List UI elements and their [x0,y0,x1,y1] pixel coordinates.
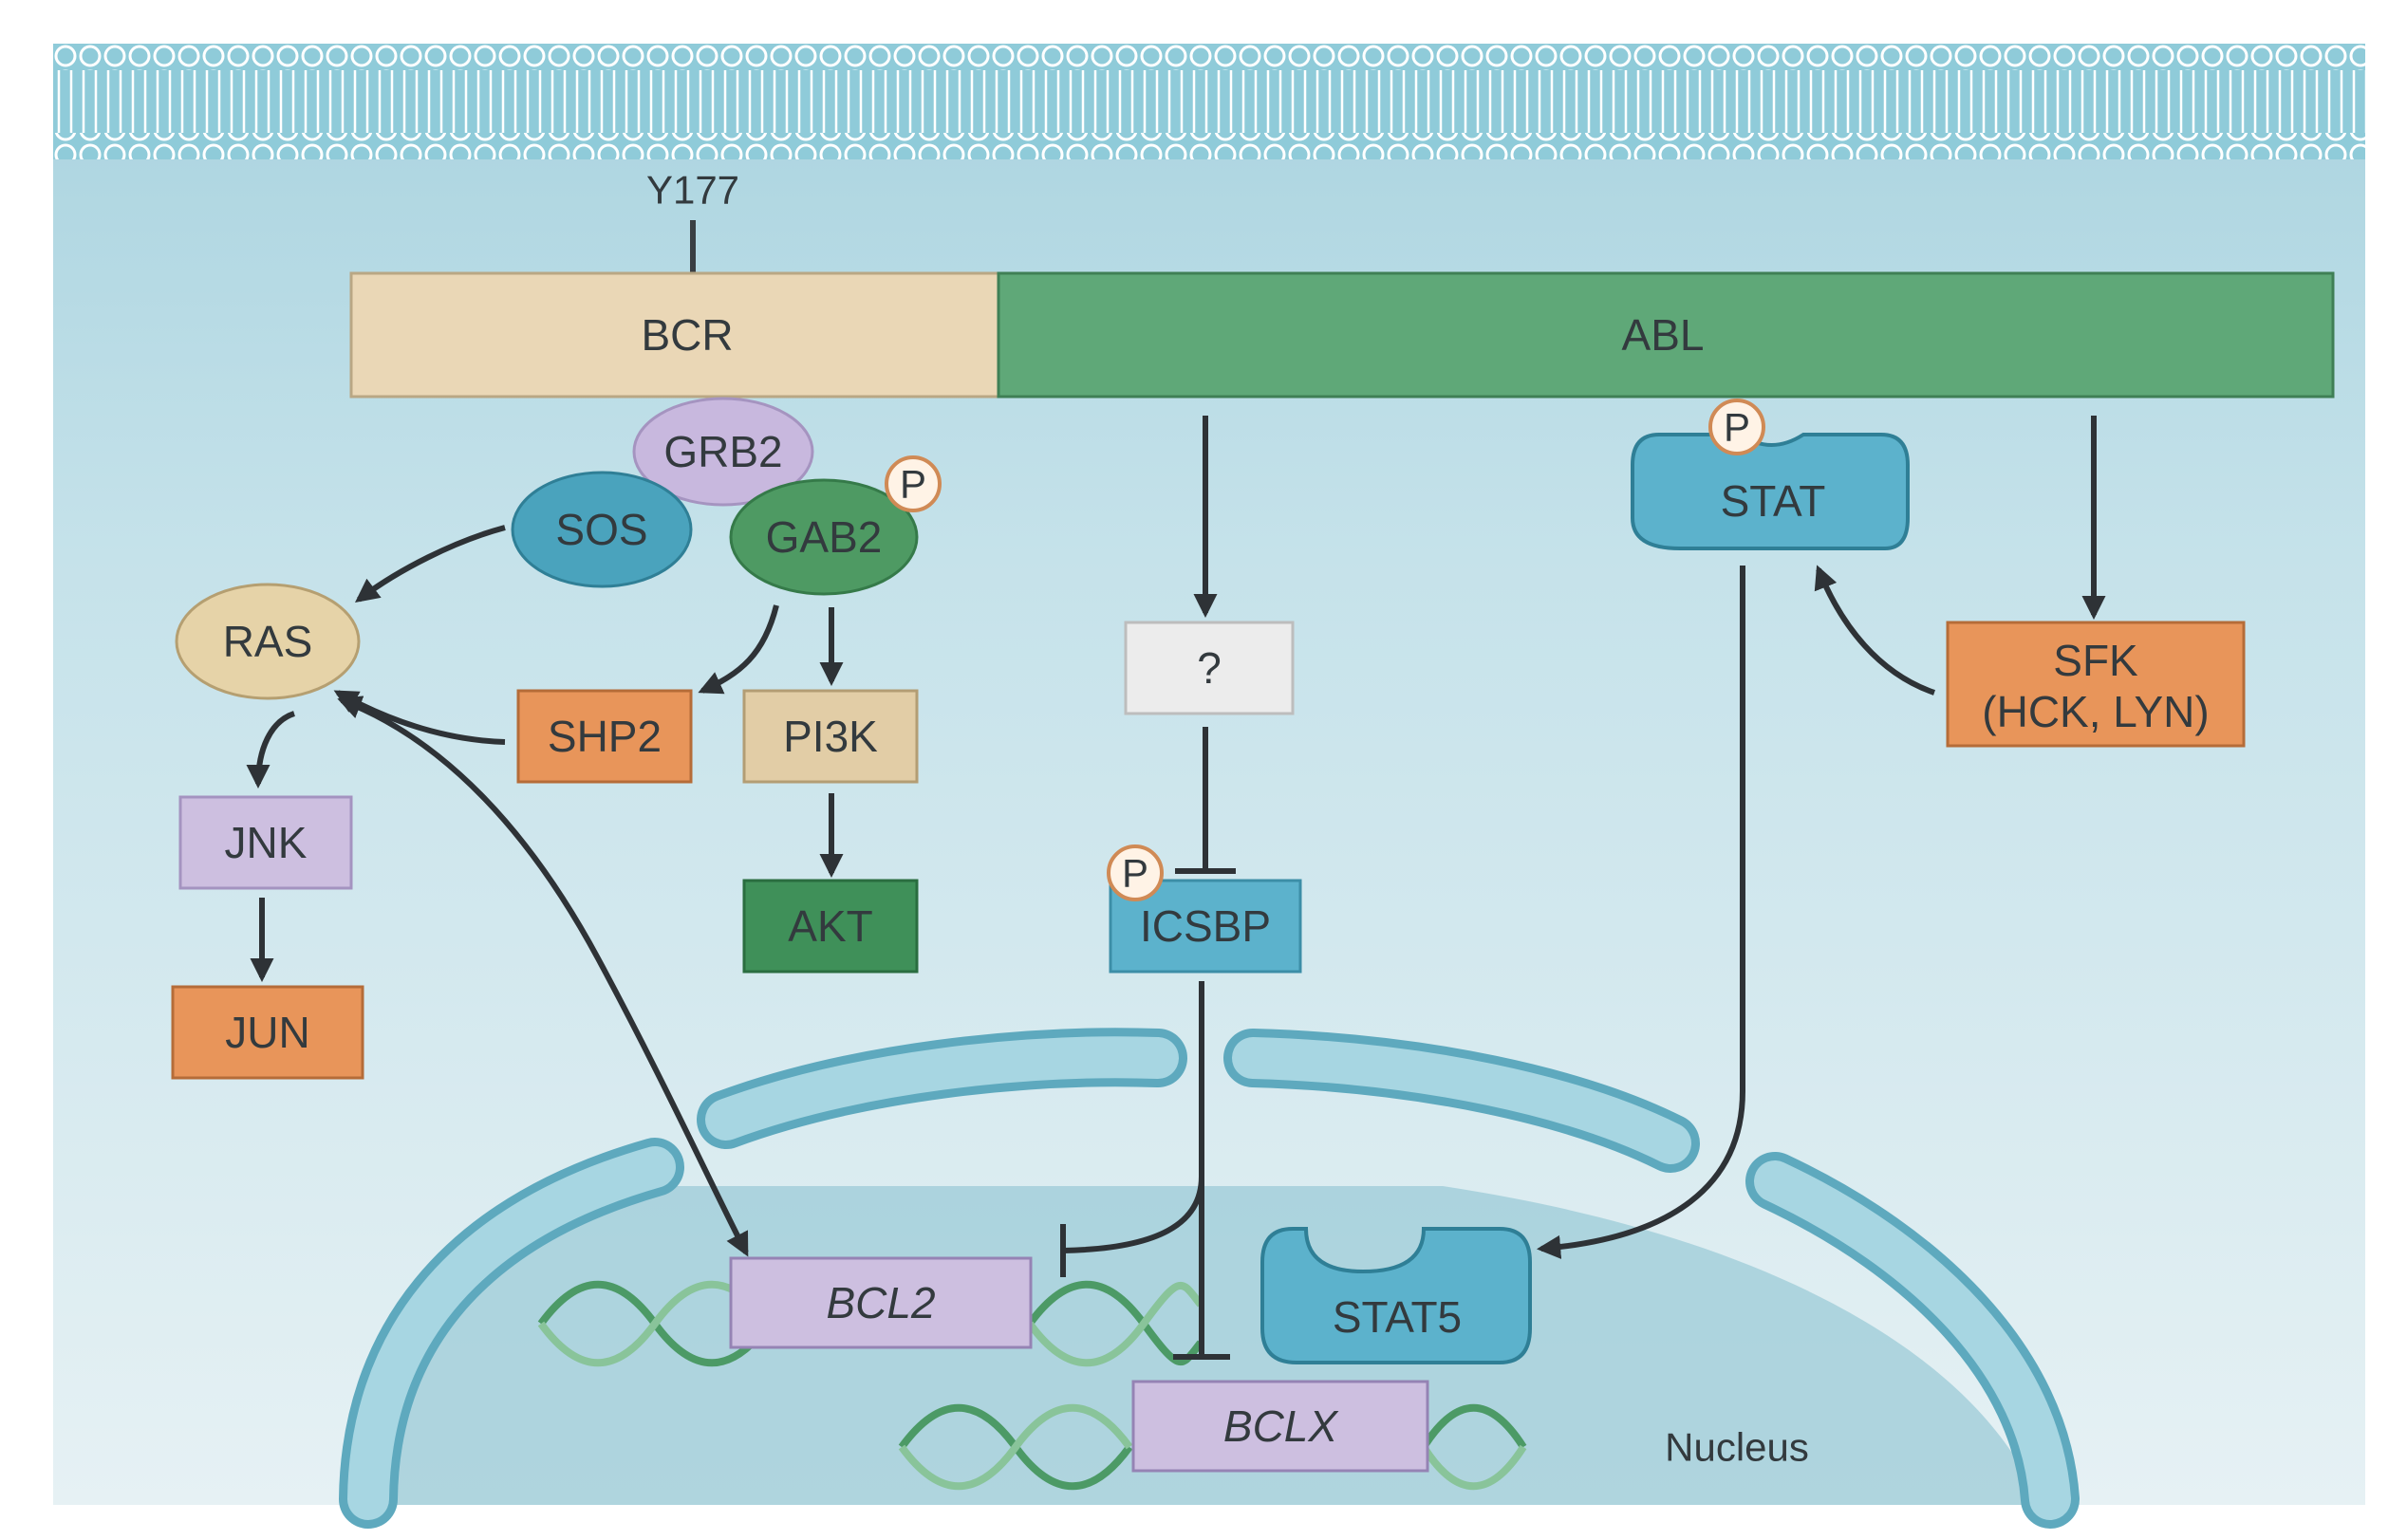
nucleus-label: Nucleus [1665,1425,1809,1470]
stat-node: STAT [1631,433,1910,550]
sos-node [511,471,693,588]
bclx-label: BCLX [1223,1401,1339,1451]
arrow-sos-ras [354,525,506,603]
stat5-label: STAT5 [1333,1292,1462,1342]
akt-node [742,879,919,974]
shp2-node [516,689,693,784]
arrow-ras-jnk [246,711,296,789]
gab2-phospho-label: P [900,462,926,507]
arrow-stat-stat5 [1536,566,1745,1259]
abl-domain [997,271,2335,399]
unknown-node [1124,621,1295,715]
pi3k-label: PI3K [783,712,878,761]
grb2-node [632,397,814,507]
adaptor-complex: GRB2 SOS GAB2 P [511,397,942,596]
ras-label: RAS [223,617,313,666]
gab2-label: GAB2 [766,512,883,562]
icsbp-label: ICSBP [1140,901,1271,951]
gab2-phospho-badge [885,455,942,512]
bcr-domain [349,271,1000,399]
jnk-node [178,795,353,890]
icsbp-phospho-badge [1107,844,1164,901]
jnk-label: JNK [225,818,308,867]
arrow-sfk-stat [1814,565,1935,696]
bcr-label: BCR [641,310,733,360]
y177-label: Y177 [646,168,739,213]
sfk-node [1946,621,2246,748]
gab2-node [729,478,919,596]
bclx-gene [1131,1380,1429,1473]
plasma-membrane [53,44,2365,159]
grb2-label: GRB2 [663,427,782,476]
stat5-node: STAT5 [1260,1227,1532,1364]
bcr-abl-fusion: BCR ABL [349,271,2335,399]
sos-label: SOS [555,505,647,554]
inhibitions [1060,727,1236,1360]
akt-label: AKT [788,901,872,951]
arrow-ras-bcl2 [337,696,749,1257]
icsbp-phospho-label: P [1122,851,1148,896]
unknown-label: ? [1197,643,1222,693]
stat-label: STAT [1721,476,1826,526]
dna-helix-bclx [898,1403,1527,1491]
arrows [246,416,2106,1259]
jun-node [171,985,364,1080]
shp2-label: SHP2 [548,712,662,761]
ras-node [175,583,361,700]
sfk-label-line1: SFK [2053,636,2138,685]
pi3k-node [742,689,919,784]
bcl2-label: BCL2 [826,1278,935,1327]
jun-label: JUN [225,1008,309,1057]
y177-site: Y177 [646,168,739,273]
stat-phospho-badge [1708,399,1765,455]
stat-phospho-label: P [1724,405,1750,450]
abl-label: ABL [1622,310,1705,360]
bcl2-gene [729,1256,1033,1349]
arrow-gab2-shp2 [698,604,779,695]
sfk-label-line2: (HCK, LYN) [1982,687,2209,736]
